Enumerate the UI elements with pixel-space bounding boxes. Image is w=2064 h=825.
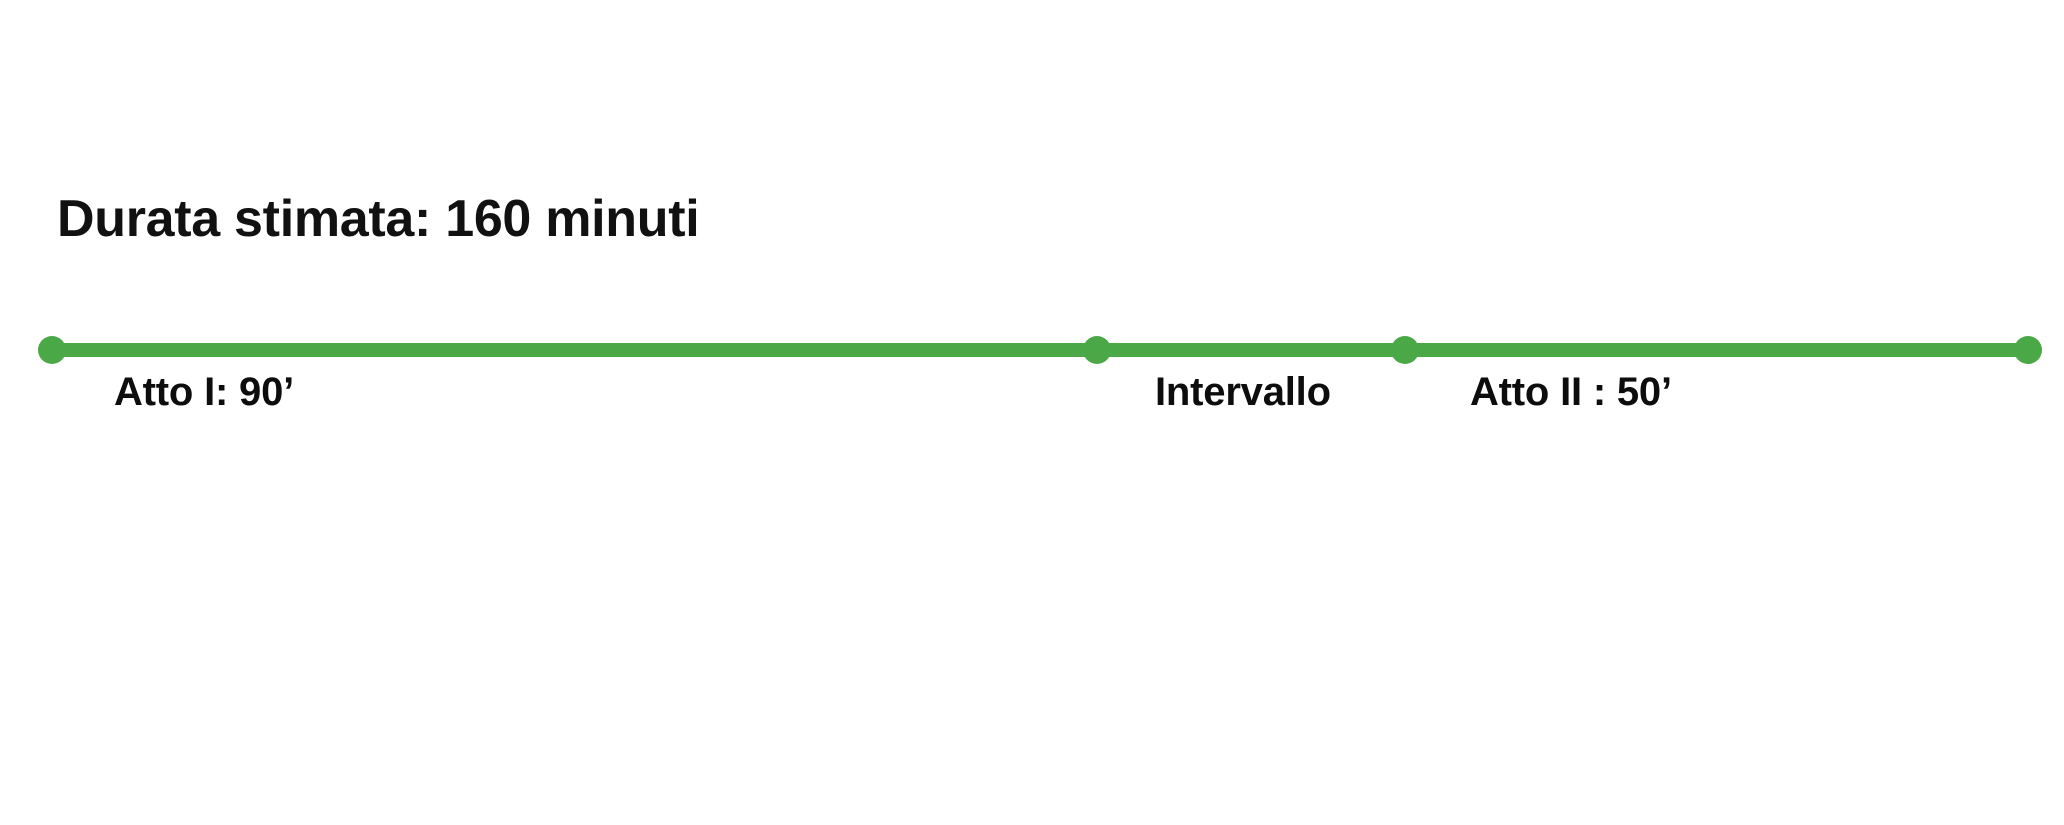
timeline-label-intervallo: Intervallo — [1155, 370, 1331, 414]
timeline-node-end-act-one — [1083, 336, 1111, 364]
timeline-label-atto-i: Atto I: 90’ — [114, 370, 295, 414]
page-title: Durata stimata: 160 minuti — [57, 190, 700, 248]
timeline-label-atto-ii: Atto II : 50’ — [1470, 370, 1672, 414]
timeline-node-end — [2014, 336, 2042, 364]
timeline-node-end-interval — [1391, 336, 1419, 364]
timeline-track — [45, 343, 2035, 357]
timeline-node-start — [38, 336, 66, 364]
